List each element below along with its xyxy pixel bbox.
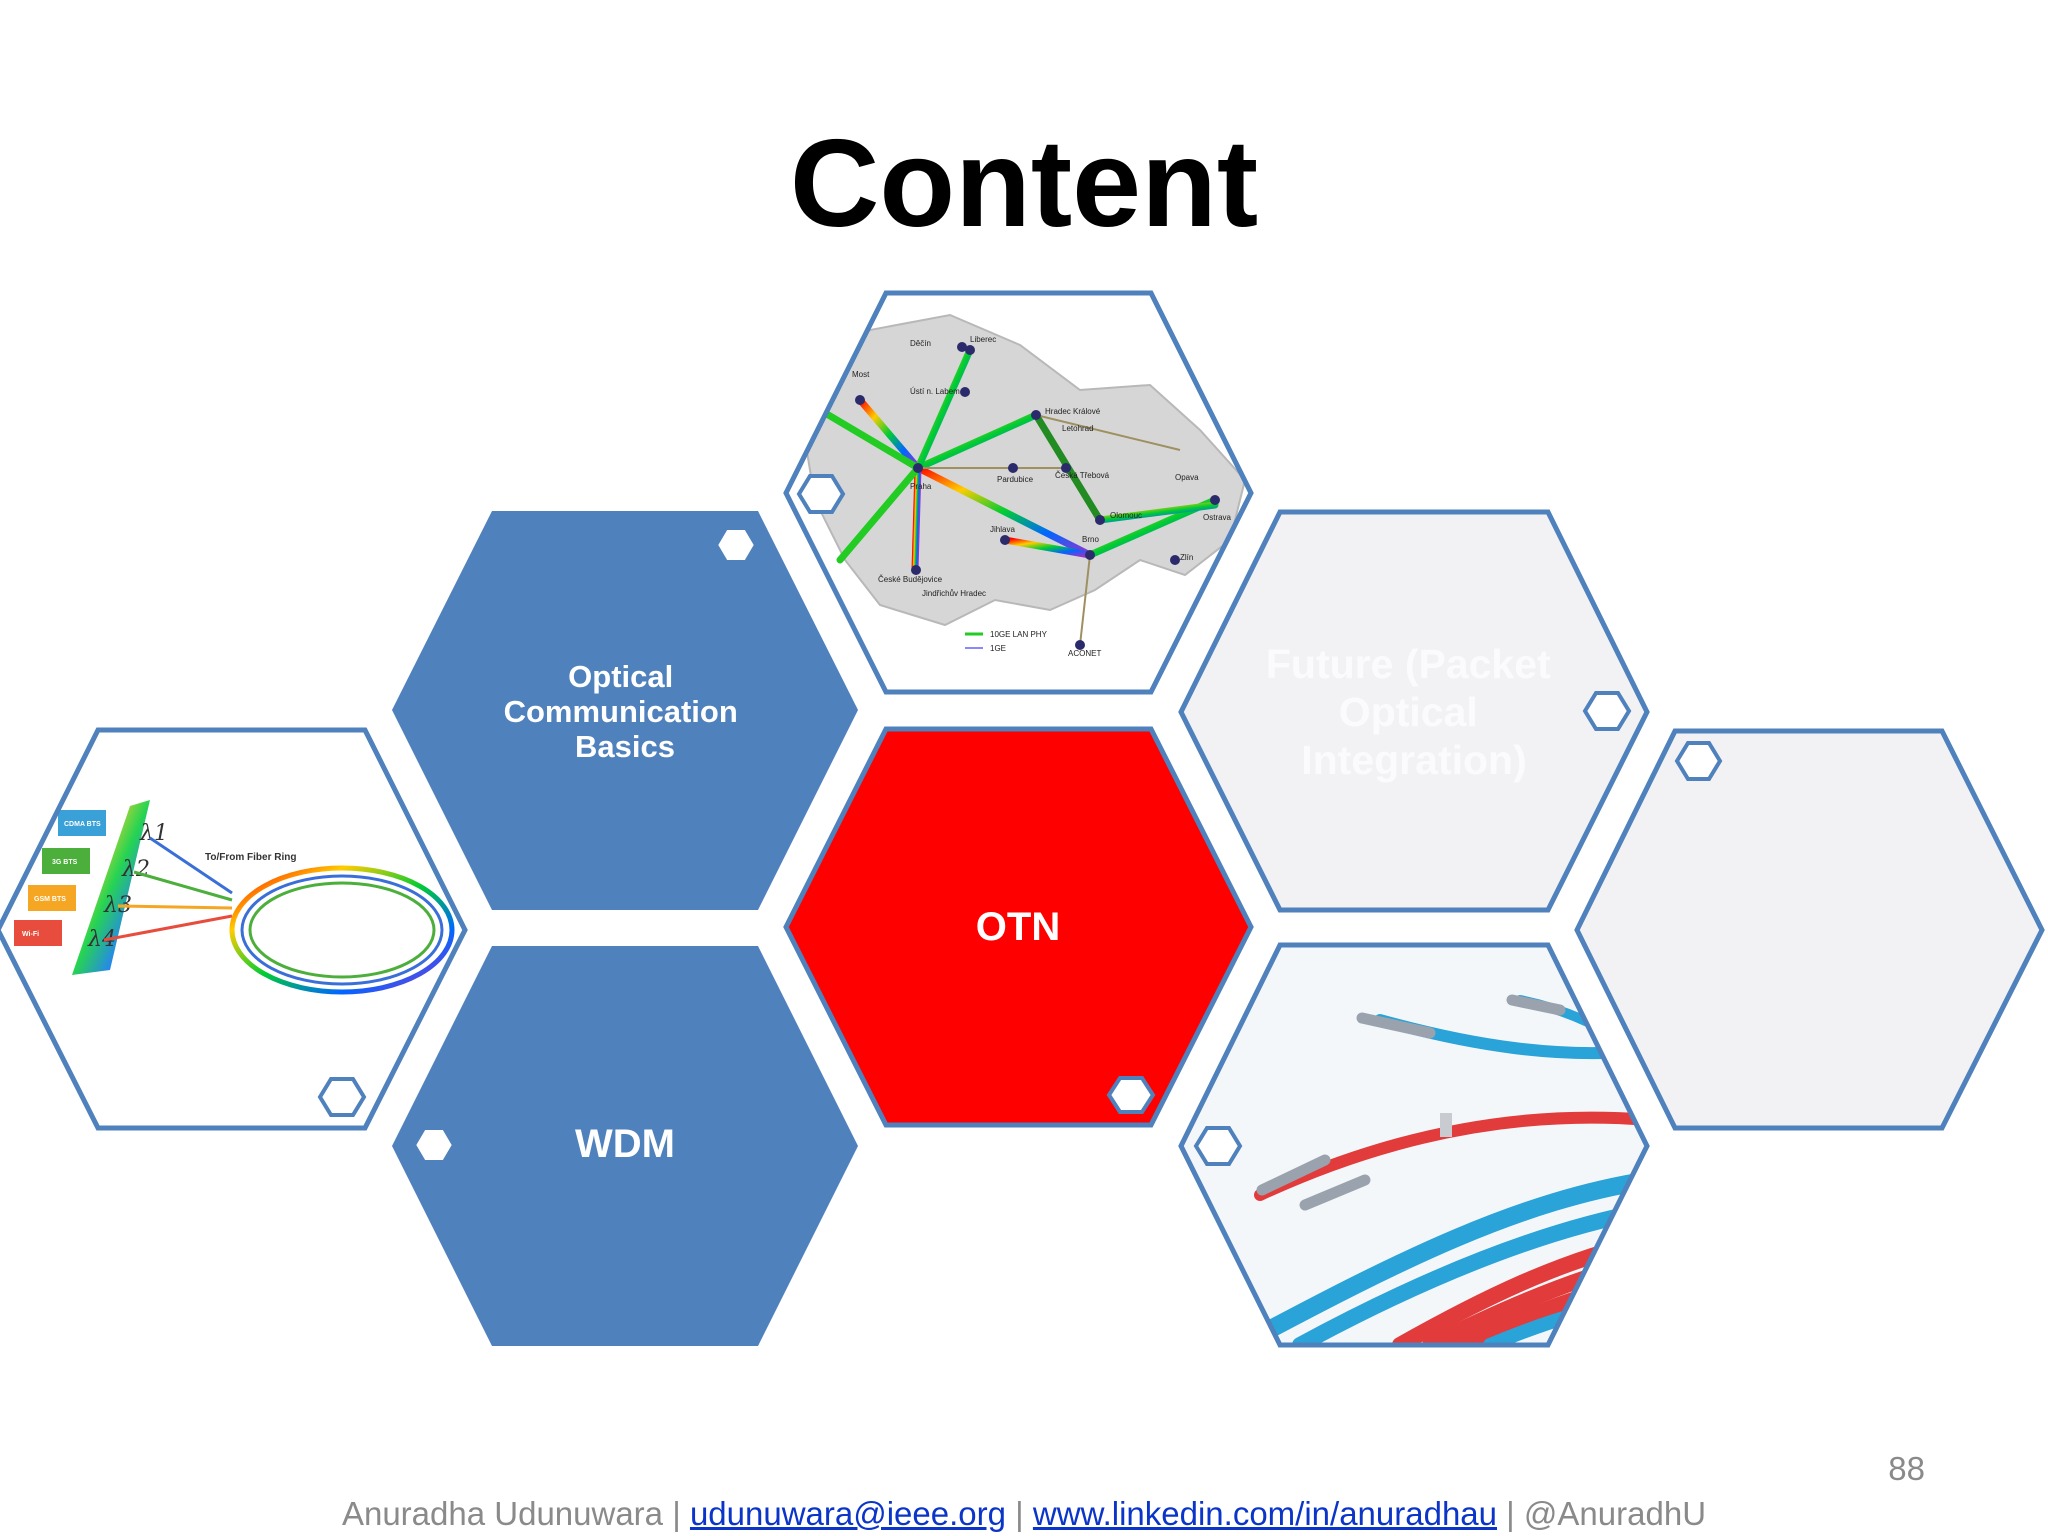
svg-text:Česká Třebová: Česká Třebová (1055, 471, 1110, 480)
hex-otn-label: OTN (976, 905, 1060, 949)
hex-optical-basics-label: Optical Communication Basics (504, 659, 747, 764)
hex-wdm-shape (392, 946, 858, 1346)
svg-text:Most: Most (852, 370, 870, 379)
svg-text:CDMA BTS: CDMA BTS (64, 821, 101, 828)
svg-text:3G BTS: 3G BTS (52, 859, 78, 866)
czech-network-map-image: Děčín Liberec Most Ústí n. Labem Hradec … (786, 293, 1251, 692)
small-hex-icon (1193, 1126, 1243, 1166)
hex-fiber-cables[interactable] (1175, 940, 1655, 1350)
fiber-ring-diagram-image: CDMA BTS 3G BTS GSM BTS Wi-Fi λ1 λ2 λ3 λ… (0, 730, 465, 1128)
hex-future-label: Future (Packet Optical Integration) (1266, 641, 1562, 783)
svg-text:České Budějovice: České Budějovice (878, 575, 943, 584)
page-number: 88 (1888, 1450, 1925, 1487)
slide-title: Content (789, 115, 1259, 253)
svg-text:1GE: 1GE (990, 644, 1006, 653)
hex-wdm[interactable]: WDM (392, 946, 858, 1346)
svg-text:Wi-Fi: Wi-Fi (22, 931, 39, 938)
svg-text:Praha: Praha (910, 482, 932, 491)
svg-text:Hradec Králové: Hradec Králové (1045, 407, 1101, 416)
hex-otn-shape (783, 726, 1254, 1128)
hex-future[interactable]: Future (Packet Optical Integration) (1178, 509, 1650, 913)
footer-linkedin-link[interactable]: www.linkedin.com/in/anuradhau (1032, 1495, 1498, 1532)
svg-text:Ostrava: Ostrava (1203, 513, 1232, 522)
small-hex-icon (1582, 691, 1632, 731)
hex-wdm-label: WDM (575, 1122, 675, 1166)
footer-email-link[interactable]: udunuwara@ieee.org (689, 1495, 1006, 1532)
small-hex-icon (796, 474, 846, 514)
footer-author: Anuradha Udunuwara | (341, 1495, 690, 1532)
hex-optical-basics-shape (392, 511, 858, 910)
small-hex-icon (1674, 741, 1723, 781)
svg-text:Jihlava: Jihlava (990, 525, 1015, 534)
svg-text:GSM BTS: GSM BTS (34, 896, 66, 903)
svg-text:Ústí n. Labem: Ústí n. Labem (910, 387, 960, 396)
svg-text:To/From Fiber Ring: To/From Fiber Ring (205, 852, 296, 863)
svg-text:Zlín: Zlín (1180, 553, 1193, 562)
hex-future-shape (1178, 509, 1650, 913)
svg-text:Jindřichův Hradec: Jindřichův Hradec (922, 589, 986, 598)
footer-separator: | (1005, 1495, 1033, 1532)
svg-text:Letohrad: Letohrad (1062, 424, 1094, 433)
hex-czech-map-border (783, 290, 1254, 695)
hex-czech-map[interactable]: Děčín Liberec Most Ústí n. Labem Hradec … (780, 290, 1260, 700)
footer-twitter-handle: | @AnuradhU (1497, 1495, 1707, 1532)
svg-text:λ2: λ2 (121, 857, 150, 882)
small-hex-icon (1106, 1076, 1156, 1114)
svg-text:Pardubice: Pardubice (997, 475, 1034, 484)
hex-optical-basics[interactable]: Optical Communication Basics (392, 511, 858, 910)
small-hex-icon (317, 1077, 367, 1117)
hex-empty-right[interactable] (1574, 728, 2045, 1131)
hex-otn[interactable]: OTN (783, 726, 1254, 1128)
hex-fiber-cables-border (1178, 942, 1650, 1348)
svg-text:Děčín: Děčín (910, 339, 931, 348)
svg-text:Liberec: Liberec (970, 335, 996, 344)
svg-text:ACONET: ACONET (1068, 649, 1101, 658)
svg-text:Brno: Brno (1082, 535, 1099, 544)
svg-text:Olomouc: Olomouc (1110, 511, 1142, 520)
hex-empty-right-shape (1574, 728, 2045, 1131)
small-hex-icon (411, 1126, 457, 1164)
svg-text:λ1: λ1 (139, 821, 168, 846)
hex-fiber-ring-border (0, 727, 468, 1131)
hex-fiber-ring[interactable]: CDMA BTS 3G BTS GSM BTS Wi-Fi λ1 λ2 λ3 λ… (0, 725, 475, 1135)
small-hex-icon (713, 526, 759, 564)
footer: Anuradha Udunuwara | udunuwara@ieee.org … (0, 1495, 2048, 1533)
fiber-cables-photo (1181, 945, 1647, 1345)
svg-text:10GE LAN PHY: 10GE LAN PHY (990, 630, 1048, 639)
svg-text:Opava: Opava (1175, 473, 1199, 482)
